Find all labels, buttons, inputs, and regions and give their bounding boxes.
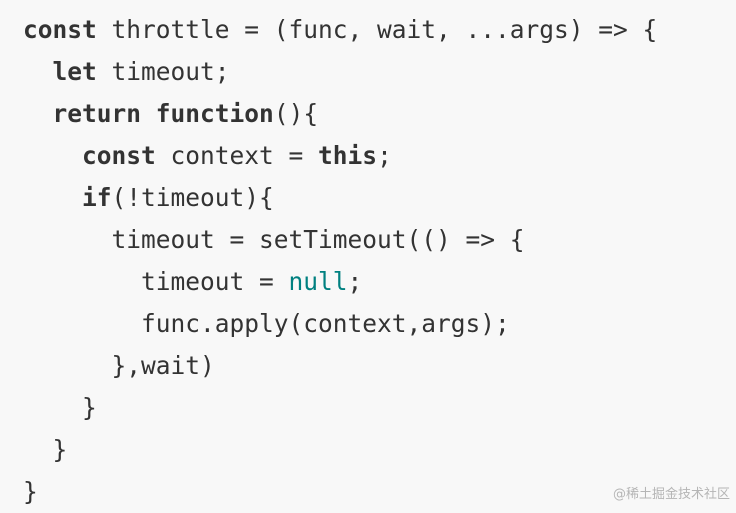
code-text: ; [377, 141, 392, 170]
code-text: } [23, 477, 38, 506]
code-text: timeout = [141, 267, 289, 296]
code-keyword: return [52, 99, 142, 128]
code-line: const throttle = (func, wait, ...args) =… [23, 9, 736, 51]
code-line: let timeout; [23, 51, 736, 93]
code-text: throttle = (func, wait, ...args) => { [96, 15, 658, 44]
code-indent [23, 99, 53, 128]
code-indent [23, 183, 82, 212]
code-text [141, 99, 156, 128]
code-text: } [82, 393, 97, 422]
code-indent [23, 225, 112, 254]
code-line: return function(){ [23, 93, 736, 135]
code-indent [23, 393, 82, 422]
code-keyword: this [318, 141, 378, 170]
code-text: (){ [273, 99, 319, 128]
code-line: } [23, 429, 736, 471]
code-indent [23, 267, 141, 296]
code-line: } [23, 471, 736, 513]
code-line: const context = this; [23, 135, 736, 177]
code-literal: null [288, 267, 348, 296]
code-line: timeout = null; [23, 261, 736, 303]
code-text: timeout = setTimeout(() => { [111, 225, 525, 254]
code-indent [23, 141, 82, 170]
code-text: (!timeout){ [111, 183, 274, 212]
code-text: timeout; [96, 57, 230, 86]
code-line: } [23, 387, 736, 429]
code-text: } [52, 435, 68, 464]
code-line: },wait) [23, 345, 736, 387]
code-line: timeout = setTimeout(() => { [23, 219, 736, 261]
code-keyword: if [82, 183, 112, 212]
code-text: ; [347, 267, 363, 296]
code-keyword: const [82, 141, 156, 170]
code-line: if(!timeout){ [23, 177, 736, 219]
code-indent [23, 57, 53, 86]
code-line: func.apply(context,args); [23, 303, 736, 345]
code-text: },wait) [111, 351, 215, 380]
code-indent [23, 435, 53, 464]
code-text: func.apply(context,args); [141, 309, 510, 338]
code-text: context = [155, 141, 319, 170]
code-keyword: let [52, 57, 97, 86]
code-keyword: function [155, 99, 274, 128]
watermark: @稀土掘金技术社区 [612, 487, 730, 502]
code-keyword: const [23, 15, 97, 44]
code-indent [23, 351, 112, 380]
code-indent [23, 309, 141, 338]
